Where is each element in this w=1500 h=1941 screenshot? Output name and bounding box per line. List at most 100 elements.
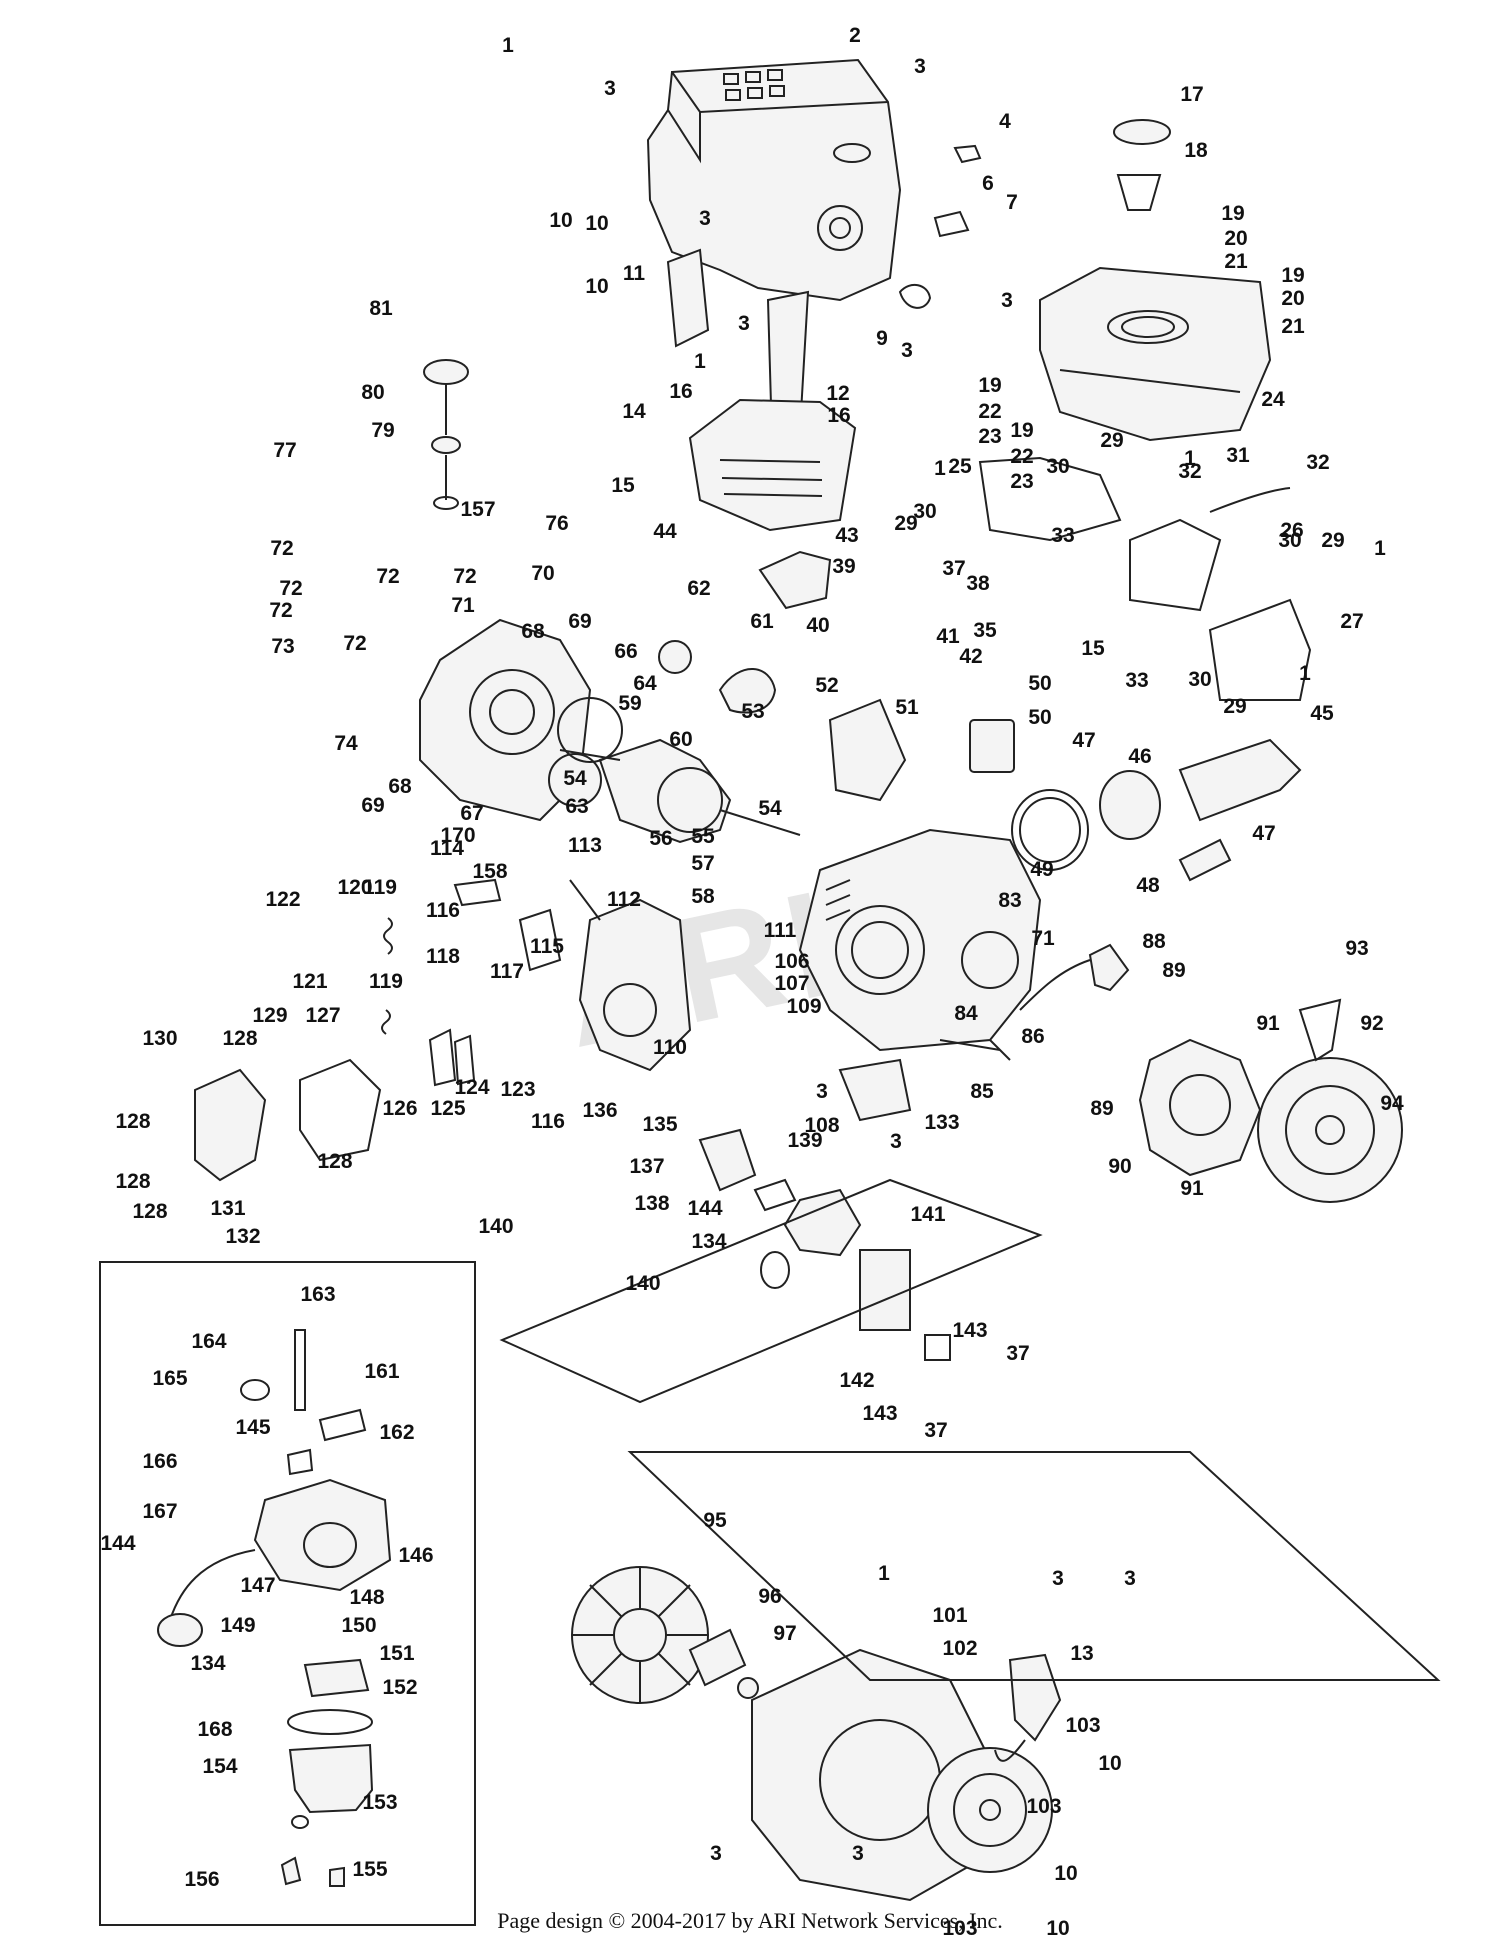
callout-30: 30 xyxy=(1278,529,1301,552)
callout-71: 71 xyxy=(1031,927,1055,950)
callout-10: 10 xyxy=(585,275,608,298)
callout-134: 134 xyxy=(190,1652,225,1675)
callout-121: 121 xyxy=(292,970,327,993)
callout-21: 21 xyxy=(1224,250,1248,273)
callout-114: 114 xyxy=(430,837,464,860)
callout-113: 113 xyxy=(568,834,602,857)
frames xyxy=(99,1178,1441,1926)
callout-128: 128 xyxy=(115,1110,150,1133)
callout-138: 138 xyxy=(634,1192,669,1215)
callout-109: 109 xyxy=(786,995,821,1018)
callout-42: 42 xyxy=(959,645,982,668)
callout-165: 165 xyxy=(152,1367,187,1390)
callout-140: 140 xyxy=(625,1272,660,1295)
callout-91: 91 xyxy=(1256,1012,1280,1035)
callout-13: 13 xyxy=(1070,1642,1093,1665)
callout-134: 134 xyxy=(691,1230,726,1253)
callout-62: 62 xyxy=(687,577,710,600)
callout-92: 92 xyxy=(1360,1012,1383,1035)
callout-112: 112 xyxy=(607,888,641,911)
callout-102: 102 xyxy=(942,1637,977,1660)
callout-26: 26 xyxy=(1280,519,1303,542)
callout-10: 10 xyxy=(1098,1752,1121,1775)
callout-127: 127 xyxy=(305,1004,340,1027)
callout-97: 97 xyxy=(773,1622,796,1645)
callout-3: 3 xyxy=(852,1842,864,1865)
callout-93: 93 xyxy=(1345,937,1368,960)
callout-149: 149 xyxy=(220,1614,255,1637)
callout-85: 85 xyxy=(970,1080,994,1103)
callout-67: 67 xyxy=(460,802,483,825)
callout-54: 54 xyxy=(563,767,587,790)
callout-108: 108 xyxy=(804,1114,839,1137)
callout-68: 68 xyxy=(521,620,545,643)
callout-1: 1 xyxy=(502,34,514,57)
callout-122: 122 xyxy=(265,888,300,911)
callout-54: 54 xyxy=(758,797,782,820)
callout-37: 37 xyxy=(942,557,965,580)
callout-156: 156 xyxy=(184,1868,219,1891)
callout-72: 72 xyxy=(453,565,476,588)
callout-142: 142 xyxy=(839,1369,874,1392)
callout-103: 103 xyxy=(1026,1795,1061,1818)
callout-128: 128 xyxy=(317,1150,352,1173)
callout-39: 39 xyxy=(832,555,855,578)
callout-16: 16 xyxy=(669,380,692,403)
callout-35: 35 xyxy=(973,619,997,642)
callout-23: 23 xyxy=(1010,470,1033,493)
callout-29: 29 xyxy=(894,512,917,535)
callout-133: 133 xyxy=(924,1111,959,1134)
callout-29: 29 xyxy=(1223,695,1246,718)
callout-3: 3 xyxy=(710,1842,722,1865)
callout-51: 51 xyxy=(895,696,919,719)
callout-116: 116 xyxy=(531,1110,565,1133)
callout-152: 152 xyxy=(382,1676,417,1699)
callout-145: 145 xyxy=(235,1416,270,1439)
callout-161: 161 xyxy=(364,1360,399,1383)
callout-146: 146 xyxy=(398,1544,433,1567)
callout-16: 16 xyxy=(827,404,850,427)
callout-17: 17 xyxy=(1180,83,1203,106)
callout-33: 33 xyxy=(1125,669,1148,692)
callout-143: 143 xyxy=(862,1402,897,1425)
callout-37: 37 xyxy=(924,1419,947,1442)
fuel-tank-part xyxy=(1039,266,1272,442)
muffler-part xyxy=(688,398,857,532)
callout-18: 18 xyxy=(1184,139,1208,162)
callout-52: 52 xyxy=(815,674,838,697)
callout-23: 23 xyxy=(978,425,1001,448)
callout-3: 3 xyxy=(604,77,616,100)
callout-153: 153 xyxy=(362,1791,397,1814)
callout-7: 7 xyxy=(1006,191,1018,214)
callout-1: 1 xyxy=(934,457,946,480)
shroud-vents xyxy=(723,69,785,101)
callout-147: 147 xyxy=(240,1574,275,1597)
callout-101: 101 xyxy=(932,1604,967,1627)
callout-71: 71 xyxy=(451,594,475,617)
callout-148: 148 xyxy=(349,1586,384,1609)
flywheel-part xyxy=(1257,1057,1403,1203)
callout-168: 168 xyxy=(197,1718,232,1741)
callout-140: 140 xyxy=(478,1215,513,1238)
callout-1: 1 xyxy=(1374,537,1386,560)
callout-2: 2 xyxy=(849,24,861,47)
callout-3: 3 xyxy=(1124,1567,1136,1590)
callout-76: 76 xyxy=(545,512,568,535)
callout-3: 3 xyxy=(1001,289,1013,312)
callout-150: 150 xyxy=(341,1614,376,1637)
callout-154: 154 xyxy=(202,1755,237,1778)
callout-118: 118 xyxy=(426,945,460,968)
callout-158: 158 xyxy=(472,860,507,883)
callout-48: 48 xyxy=(1136,874,1160,897)
copyright-footer: Page design © 2004-2017 by ARI Network S… xyxy=(497,1908,1003,1933)
callout-128: 128 xyxy=(115,1170,150,1193)
callout-123: 123 xyxy=(500,1078,535,1101)
callout-106: 106 xyxy=(774,950,809,973)
callout-72: 72 xyxy=(376,565,399,588)
callout-50: 50 xyxy=(1028,706,1051,729)
callout-3: 3 xyxy=(890,1130,902,1153)
callout-59: 59 xyxy=(618,692,641,715)
engine-block-part xyxy=(798,828,1042,1052)
callout-72: 72 xyxy=(270,537,293,560)
callout-9: 9 xyxy=(876,327,888,350)
